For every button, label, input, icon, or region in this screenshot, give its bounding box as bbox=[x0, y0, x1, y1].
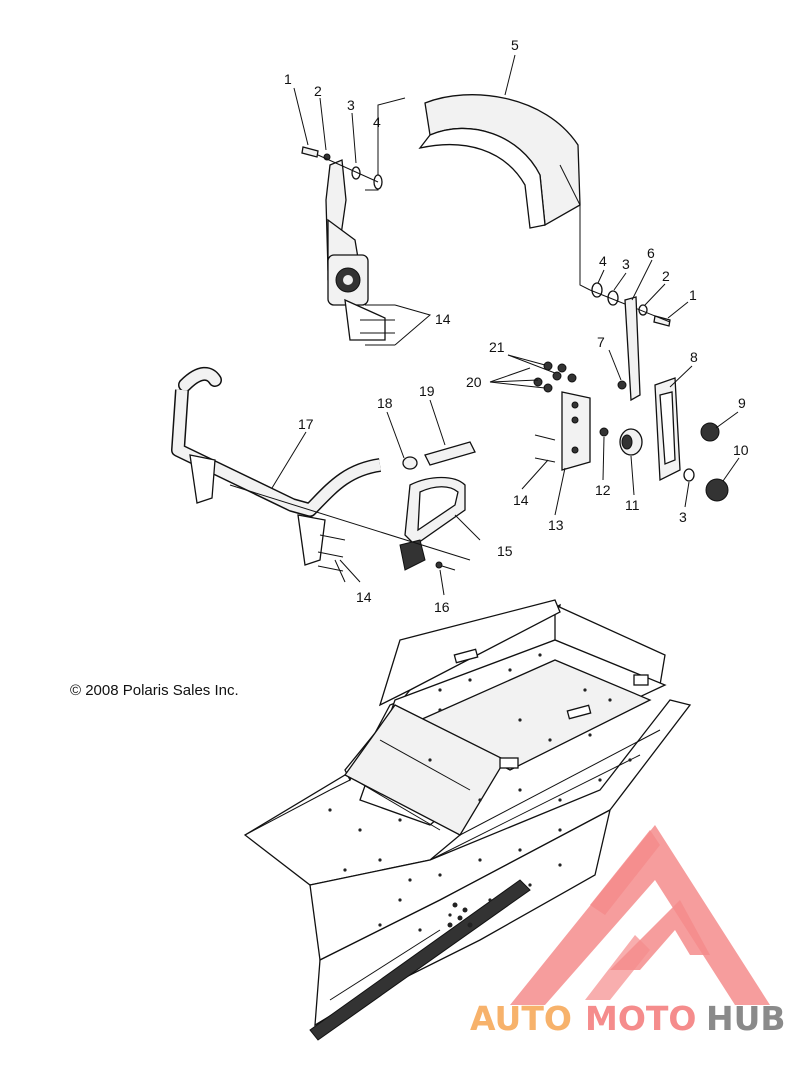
part-grip-19 bbox=[424, 441, 476, 466]
hardware-left bbox=[301, 146, 383, 190]
watermark-text-hub: HUB bbox=[706, 999, 786, 1038]
callout-14-lower: 14 bbox=[356, 589, 372, 605]
leader-lines bbox=[229, 54, 740, 596]
hardware-14-middle bbox=[534, 434, 556, 463]
callout-3-upper-left: 3 bbox=[347, 97, 355, 113]
part-handle-right bbox=[654, 377, 681, 482]
callout-17: 17 bbox=[298, 416, 314, 432]
part-backrest-pad bbox=[418, 94, 581, 229]
part-bolt-16 bbox=[435, 561, 456, 571]
watermark-text-moto: MOTO bbox=[585, 999, 696, 1038]
copyright-text: © 2008 Polaris Sales Inc. bbox=[70, 682, 239, 699]
callout-8: 8 bbox=[690, 349, 698, 365]
callout-14-middle: 14 bbox=[513, 492, 529, 508]
callout-6: 6 bbox=[647, 245, 655, 261]
callout-19: 19 bbox=[419, 383, 435, 399]
part-handle-assembly-15 bbox=[399, 476, 466, 571]
hardware-14-upper bbox=[360, 304, 432, 346]
tunnel-and-rack-drawing bbox=[243, 599, 692, 1041]
watermark-text: AUTO MOTO HUB bbox=[470, 999, 786, 1038]
callout-3-right: 3 bbox=[622, 256, 630, 272]
callout-1-upper-left: 1 bbox=[284, 71, 292, 87]
callout-10: 10 bbox=[733, 442, 749, 458]
watermark-logo-icon bbox=[510, 825, 770, 1005]
callout-2-upper-left: 2 bbox=[314, 83, 322, 99]
callout-20: 20 bbox=[466, 374, 482, 390]
part-knob-10-icon bbox=[705, 478, 729, 502]
callout-16: 16 bbox=[434, 599, 450, 615]
callout-21: 21 bbox=[489, 339, 505, 355]
part-nut-12-icon bbox=[599, 427, 609, 437]
callout-15: 15 bbox=[497, 543, 513, 559]
callout-5: 5 bbox=[511, 37, 519, 53]
callout-4-right: 4 bbox=[599, 253, 607, 269]
hardware-right bbox=[589, 282, 671, 327]
callout-7: 7 bbox=[597, 334, 605, 350]
part-cap-18 bbox=[402, 456, 418, 470]
part-spacer-11 bbox=[619, 428, 643, 456]
callout-9: 9 bbox=[738, 395, 746, 411]
callout-labels: 1 2 3 4 5 4 3 6 2 1 7 8 9 10 3 11 12 13 … bbox=[284, 37, 749, 615]
callout-11: 11 bbox=[625, 497, 640, 513]
callout-12: 12 bbox=[595, 482, 611, 498]
part-strap bbox=[624, 296, 641, 402]
part-nut-7-icon bbox=[617, 380, 627, 390]
part-knob-9-icon bbox=[700, 422, 720, 442]
callout-3-lower-right: 3 bbox=[679, 509, 687, 525]
part-mount-plate-13 bbox=[561, 391, 591, 471]
hardware-20-21 bbox=[533, 361, 577, 393]
callout-2-right: 2 bbox=[662, 268, 670, 284]
hardware-14-lower bbox=[317, 534, 361, 583]
callout-18: 18 bbox=[377, 395, 393, 411]
callout-1-right: 1 bbox=[689, 287, 697, 303]
callout-14-upper: 14 bbox=[435, 311, 451, 327]
callout-13: 13 bbox=[548, 517, 564, 533]
watermark-text-auto: AUTO bbox=[470, 999, 572, 1038]
callout-4-upper-left: 4 bbox=[373, 114, 381, 130]
part-grab-bar bbox=[171, 366, 382, 566]
